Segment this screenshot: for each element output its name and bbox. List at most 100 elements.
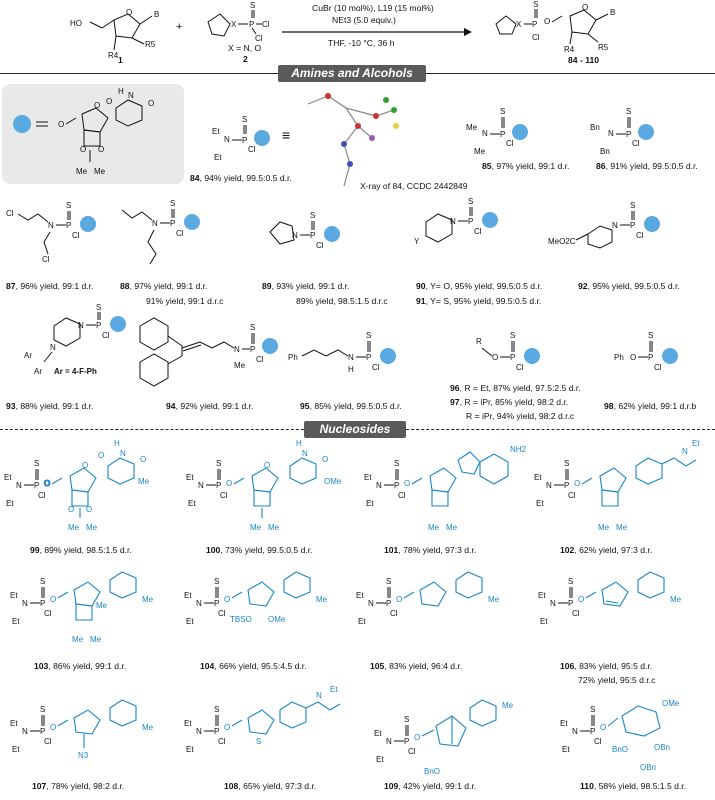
- atom-cl: Cl: [38, 491, 46, 500]
- text-89: , 93% yield, 99:1 d.r.: [271, 281, 350, 291]
- atom-s: S: [310, 211, 315, 220]
- atom-s: S: [250, 323, 255, 332]
- id-105: 105: [370, 661, 385, 671]
- atom-me: Me: [234, 361, 246, 370]
- atom-bn: Bn: [590, 123, 600, 132]
- atom-et-2: Et: [188, 499, 196, 508]
- atom-cl: Cl: [408, 747, 416, 756]
- text-101: , 78% yield, 97:3 d.r.: [398, 545, 477, 555]
- atom-obn-2: OBn: [640, 763, 656, 772]
- atom-et-2: Et: [358, 617, 366, 626]
- atom-ho: HO: [70, 19, 82, 28]
- atom-et-2: Et: [12, 617, 20, 626]
- atom-y: Y: [414, 237, 420, 246]
- text-102: , 62% yield, 97:3 d.r.: [574, 545, 653, 555]
- label-88-alt: 91% yield, 99:1 d.r.c: [146, 296, 224, 306]
- atom-s: S: [214, 705, 219, 714]
- text-91: , Y= S, 95% yield, 99.5:0.5 d.r.: [425, 296, 542, 306]
- atom-n: N: [302, 449, 308, 458]
- atom-n: N: [120, 449, 126, 458]
- atom-s: S: [468, 197, 473, 206]
- blue-sphere-icon: [110, 316, 126, 332]
- atom-n3: N3: [78, 751, 89, 760]
- atom-s: S: [40, 705, 45, 714]
- atom-me-3: Me: [502, 701, 514, 710]
- id-90: 90: [416, 281, 426, 291]
- atom-et: Et: [212, 127, 220, 136]
- nucleosides-banner: Nucleosides: [304, 421, 406, 438]
- product-structure: X P S Cl O O B R4 R5: [495, 0, 615, 54]
- reagent-2: X P S Cl Cl: [207, 1, 270, 43]
- label-106-alt: 72% yield, 95:5 d.r.c: [578, 675, 656, 685]
- atom-o-3: O: [80, 145, 86, 154]
- atom-cl: Cl: [568, 491, 576, 500]
- atom-cl: Cl: [218, 737, 226, 746]
- text-100: , 73% yield, 99.5:0.5 d.r.: [220, 545, 313, 555]
- atom-cl: Cl: [256, 355, 264, 364]
- atom-n-amide: N: [316, 691, 322, 700]
- atom-et: Et: [4, 473, 12, 482]
- atom-n: N: [234, 345, 240, 354]
- atom-p: P: [386, 599, 391, 608]
- atom-p: P: [310, 231, 315, 240]
- atom-cl: Cl: [632, 139, 640, 148]
- atom-p: P: [40, 599, 45, 608]
- atom-me: Me: [428, 523, 440, 532]
- atom-p: P: [214, 727, 219, 736]
- atom-p: P: [510, 353, 515, 362]
- atom-o-carbonyl: O: [140, 455, 146, 464]
- atom-et-2: Et: [536, 499, 544, 508]
- equivalence-symbol: ≡: [282, 127, 291, 143]
- blue-sphere-icon: [184, 214, 200, 230]
- id-104: 104: [200, 661, 215, 671]
- atom-cl: Cl: [44, 609, 52, 618]
- structure-95: Ph N H P S Cl: [288, 331, 396, 374]
- structure-99: Et N Et P S Cl O O O O Me Me N H O O Me: [4, 439, 150, 532]
- atom-ar: Ar: [24, 351, 32, 360]
- label-110: 110, 58% yield, 98.5:1.5 d.r.: [580, 782, 686, 791]
- atom-et: Et: [560, 719, 568, 728]
- text-94: , 92% yield, 99:1 d.r.: [175, 401, 254, 411]
- atom-p: P: [214, 599, 219, 608]
- blue-sphere-icon: [524, 348, 540, 364]
- id-100: 100: [206, 545, 221, 555]
- atom-et: Et: [184, 591, 192, 600]
- id-89: 89: [262, 281, 272, 291]
- atom-cl-chain-2: Cl: [42, 255, 50, 264]
- atom-et-2: Et: [186, 617, 194, 626]
- atom-meo2c: MeO2C: [548, 237, 576, 246]
- text-95: , 85% yield, 99.5:0.5 d.r.: [309, 401, 402, 411]
- label-88: 88, 97% yield, 99:1 d.r.: [120, 282, 207, 291]
- atom-p: P: [568, 599, 573, 608]
- atom-p: P: [366, 353, 371, 362]
- atom-me-2: Me: [86, 523, 98, 532]
- label-100: 100, 73% yield, 99.5:0.5 d.r.: [206, 546, 313, 555]
- structure-89: N P S Cl: [269, 211, 340, 250]
- atom-et: Et: [356, 591, 364, 600]
- sphere-definition-box: [2, 84, 184, 184]
- atom-et-2: Et: [6, 499, 14, 508]
- atom-me-4: Me: [96, 601, 108, 610]
- structure-105: Et N Et P S Cl O Me: [356, 571, 500, 626]
- atom-o-ring: O: [82, 461, 88, 470]
- text-107: , 78% yield, 98:2 d.r.: [46, 781, 125, 791]
- atom-s: S: [500, 107, 505, 116]
- structure-101: Et N Et P S Cl O Me Me NH2: [364, 445, 527, 532]
- atom-cl: Cl: [316, 241, 324, 250]
- atom-me-3: Me: [138, 477, 150, 486]
- label-105: 105, 83% yield, 96:4 d.r.: [370, 662, 462, 671]
- text-85: , 97% yield, 99:1 d.r.: [491, 161, 570, 171]
- atom-n: N: [292, 231, 298, 240]
- atom-cl: Cl: [654, 363, 662, 372]
- atom-me: Me: [466, 123, 478, 132]
- atom-s: S: [40, 577, 45, 586]
- atom-b: B: [154, 10, 159, 19]
- blue-sphere-icon: [80, 216, 96, 232]
- atom-ome: OMe: [662, 699, 680, 708]
- atom-cl: Cl: [218, 609, 226, 618]
- atom-et-2: Et: [562, 745, 570, 754]
- atom-b: B: [610, 8, 615, 17]
- atom-me-3: Me: [142, 723, 154, 732]
- atom-s: S: [250, 1, 255, 10]
- atom-s: S: [96, 303, 101, 312]
